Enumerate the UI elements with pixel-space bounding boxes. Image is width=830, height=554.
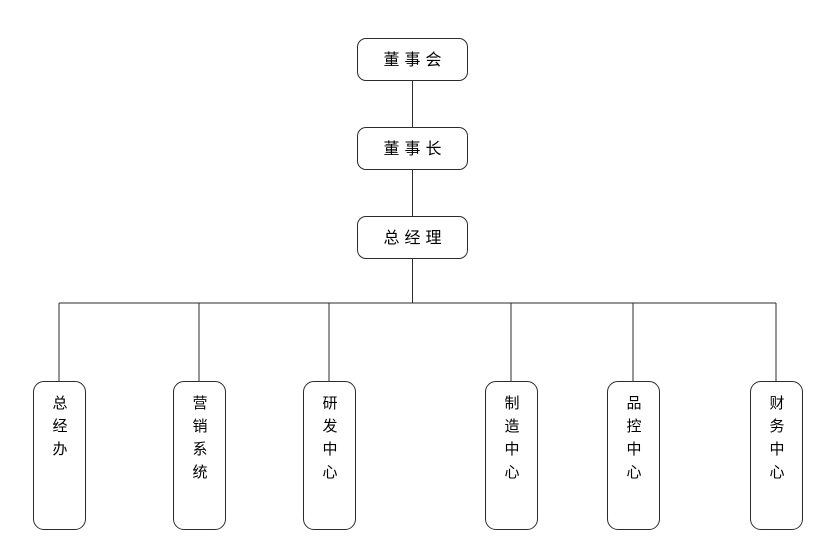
node-rnd-center-label: 研发中心 [320, 395, 339, 487]
node-quality-control-center[interactable]: 品控中心 [607, 381, 660, 530]
node-quality-control-center-label: 品控中心 [624, 395, 643, 487]
node-marketing-system-label: 营销系统 [190, 395, 209, 487]
node-finance-center-label: 财务中心 [767, 395, 786, 487]
node-chairman-label: 董事长 [383, 138, 447, 158]
node-gm-office-label: 总经办 [50, 395, 69, 464]
node-rnd-center[interactable]: 研发中心 [303, 381, 356, 530]
node-marketing-system[interactable]: 营销系统 [173, 381, 226, 530]
node-general-manager-label: 总经理 [383, 227, 447, 247]
node-manufacturing-center-label: 制造中心 [502, 395, 521, 487]
node-gm-office[interactable]: 总经办 [33, 381, 86, 530]
node-finance-center[interactable]: 财务中心 [750, 381, 803, 530]
node-manufacturing-center[interactable]: 制造中心 [485, 381, 538, 530]
node-general-manager[interactable]: 总经理 [357, 216, 468, 259]
node-board[interactable]: 董事会 [357, 38, 468, 81]
node-chairman[interactable]: 董事长 [357, 127, 468, 170]
node-board-label: 董事会 [383, 49, 447, 69]
